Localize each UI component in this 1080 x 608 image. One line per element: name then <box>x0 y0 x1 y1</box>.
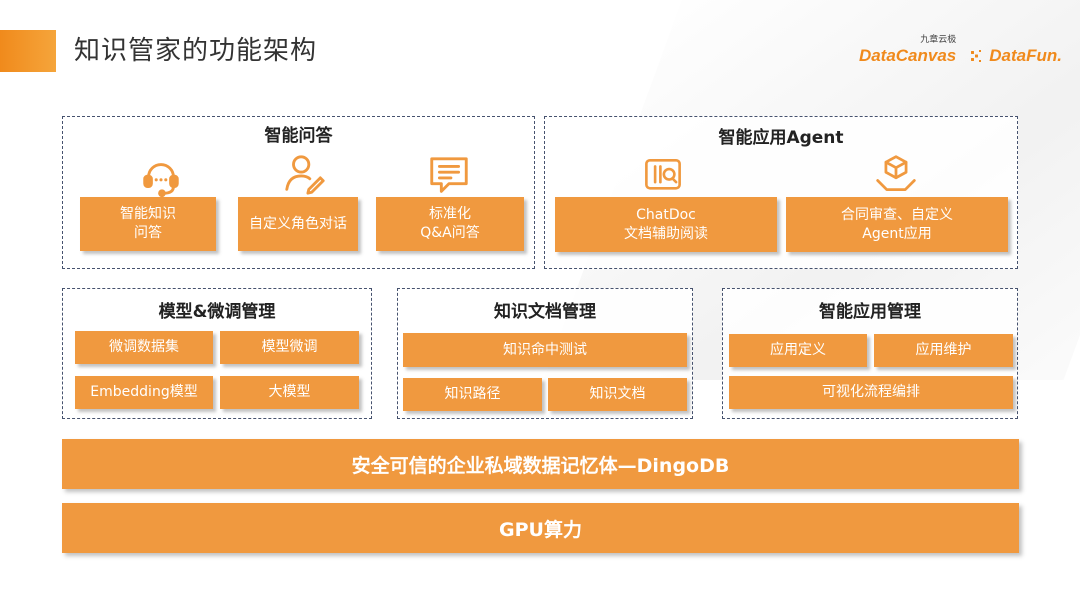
knowledge-item-docs[interactable]: 知识文档 <box>548 378 687 411</box>
qa-group: 智能问答 <box>62 116 535 269</box>
title-accent-bar <box>0 30 56 72</box>
model-item-dataset[interactable]: 微调数据集 <box>75 331 213 364</box>
qa-item-knowledge[interactable]: 智能知识 问答 <box>80 197 216 251</box>
appmgmt-item-label: 应用定义 <box>770 342 826 358</box>
model-item-llm[interactable]: 大模型 <box>220 376 359 409</box>
model-item-label: 微调数据集 <box>109 339 179 355</box>
datacanvas-logo: 九章云极 DataCanvas <box>859 35 956 66</box>
knowledge-item-hit-test[interactable]: 知识命中测试 <box>403 333 687 367</box>
appmgmt-item-define[interactable]: 应用定义 <box>729 334 867 367</box>
model-item-label: Embedding模型 <box>90 384 198 400</box>
gpu-layer-bar: GPU算力 <box>62 503 1019 553</box>
appmgmt-group: 智能应用管理 应用定义 应用维护 可视化流程编排 <box>722 288 1018 419</box>
appmgmt-item-label: 应用维护 <box>915 342 972 358</box>
page-title: 知识管家的功能架构 <box>74 36 318 66</box>
model-group-title: 模型&微调管理 <box>158 302 276 322</box>
headset-icon <box>143 163 179 198</box>
memory-layer-bar: 安全可信的企业私域数据记忆体—DingoDB <box>62 439 1019 489</box>
document-chat-icon <box>645 158 681 190</box>
agent-item-chatdoc[interactable]: ChatDoc 文档辅助阅读 <box>555 197 777 252</box>
qa-item-label: 智能知识 问答 <box>120 206 176 241</box>
model-group: 模型&微调管理 微调数据集 模型微调 Embedding模型 大模型 <box>62 288 372 419</box>
user-edit-icon <box>285 155 325 195</box>
qa-item-role[interactable]: 自定义角色对话 <box>238 197 358 251</box>
datafun-logo: DataFun. <box>970 46 1062 66</box>
knowledge-item-label: 知识命中测试 <box>503 341 587 358</box>
qa-item-standard[interactable]: 标准化 Q&A问答 <box>376 197 524 251</box>
hand-box-icon <box>876 155 916 192</box>
agent-group-title: 智能应用Agent <box>718 128 844 148</box>
gpu-layer-label: GPU算力 <box>499 518 582 541</box>
datacanvas-logo-small-text: 九章云极 <box>920 35 957 45</box>
appmgmt-item-label: 可视化流程编排 <box>822 384 920 400</box>
knowledge-group-title: 知识文档管理 <box>494 302 596 322</box>
datafun-logo-text: DataFun. <box>989 46 1062 65</box>
agent-item-contract[interactable]: 合同审查、自定义 Agent应用 <box>786 197 1008 252</box>
qa-item-label: 标准化 Q&A问答 <box>420 206 480 241</box>
chat-bubble-icon <box>430 157 468 193</box>
appmgmt-item-workflow[interactable]: 可视化流程编排 <box>729 376 1013 409</box>
agent-item-label: 合同审查、自定义 Agent应用 <box>841 206 953 242</box>
qa-group-title: 智能问答 <box>264 126 333 146</box>
knowledge-item-label: 知识文档 <box>589 386 646 402</box>
appmgmt-item-maintain[interactable]: 应用维护 <box>874 334 1013 367</box>
model-item-embedding[interactable]: Embedding模型 <box>75 376 213 409</box>
model-item-label: 模型微调 <box>261 339 318 355</box>
appmgmt-group-title: 智能应用管理 <box>819 302 921 322</box>
datacanvas-logo-text: DataCanvas <box>858 46 957 65</box>
model-item-label: 大模型 <box>268 384 311 400</box>
logos: 九章云极 DataCanvas DataFun. <box>859 26 1062 66</box>
agent-group: 智能应用Agent ChatDoc 文档辅助阅读 合同审查、自定义 Agent应… <box>544 116 1018 269</box>
agent-item-label: ChatDoc 文档辅助阅读 <box>624 206 708 242</box>
memory-layer-label: 安全可信的企业私域数据记忆体—DingoDB <box>351 454 730 477</box>
knowledge-group: 知识文档管理 知识命中测试 知识路径 知识文档 <box>397 288 693 419</box>
qa-item-label: 自定义角色对话 <box>249 215 347 232</box>
datafun-mark-icon <box>971 50 982 62</box>
knowledge-item-label: 知识路径 <box>444 386 501 402</box>
model-item-finetune[interactable]: 模型微调 <box>220 331 359 364</box>
knowledge-item-path[interactable]: 知识路径 <box>403 378 542 411</box>
